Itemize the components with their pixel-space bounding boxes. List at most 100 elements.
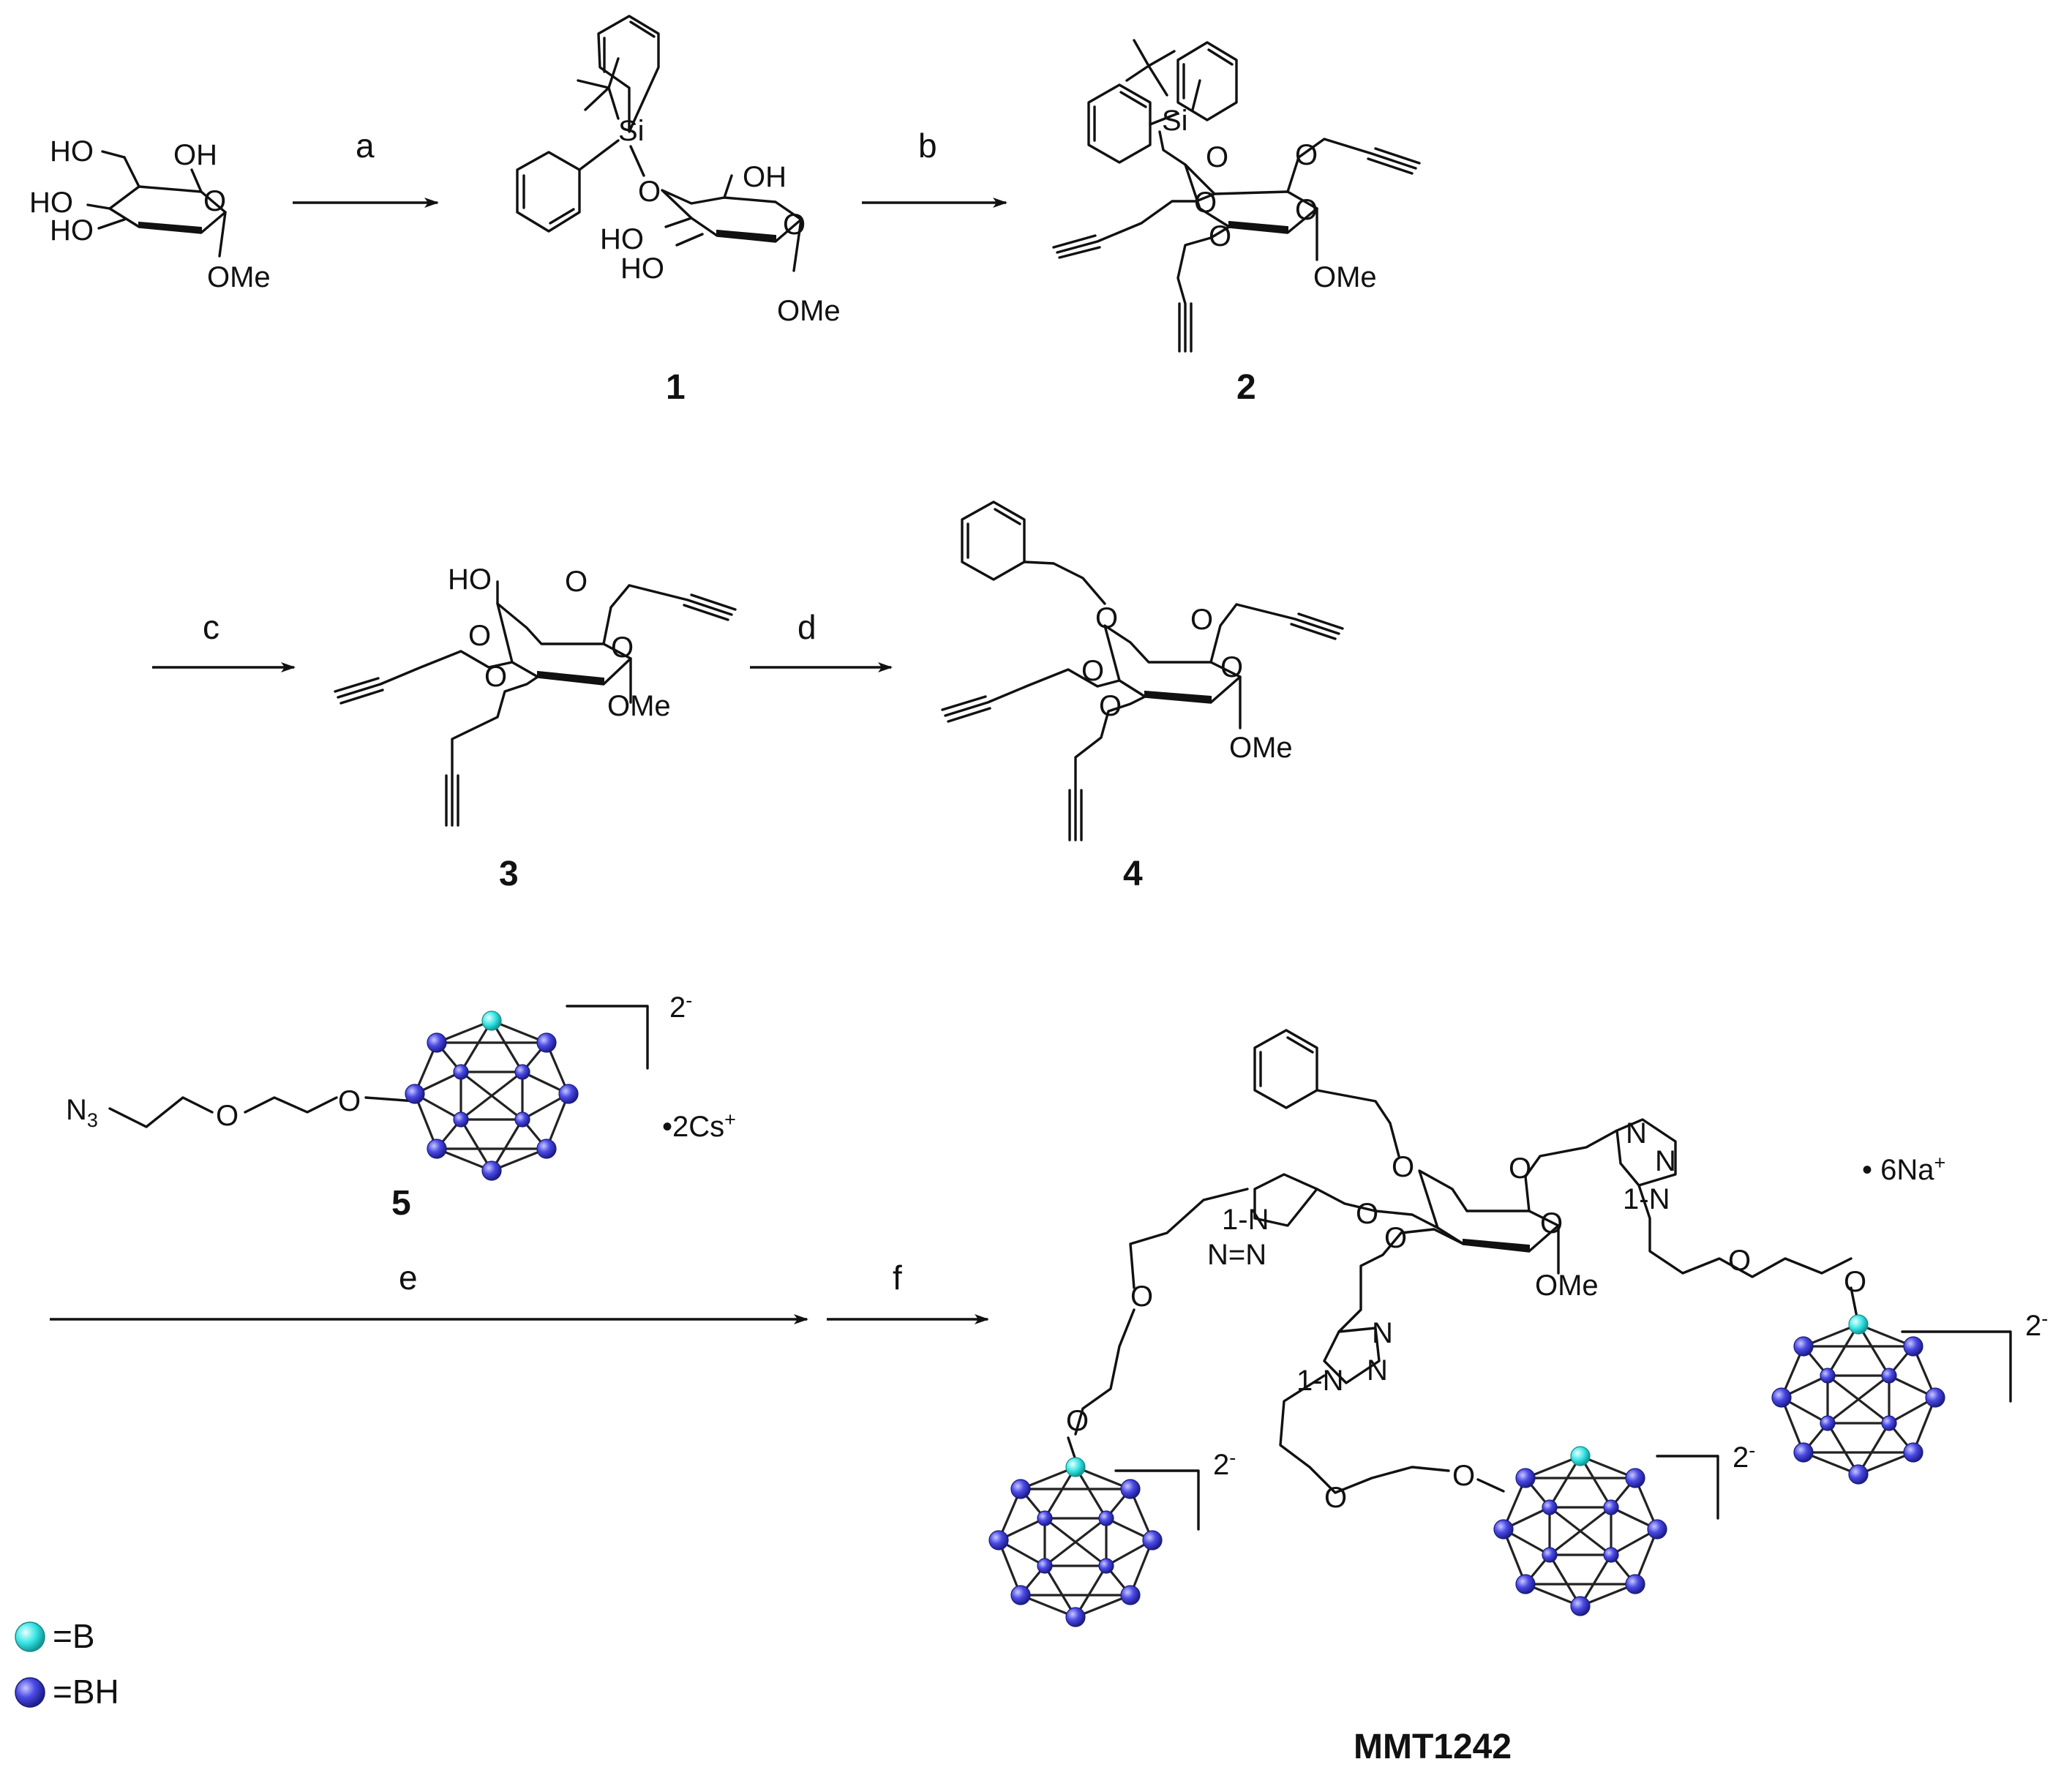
cage-edge	[1074, 1565, 1108, 1618]
atom-label-ring-O: O	[1540, 1207, 1563, 1240]
cage-edge	[1579, 1455, 1613, 1508]
cage-atom-bh	[481, 1160, 502, 1181]
cage-edge	[1827, 1374, 1890, 1425]
cage-atom-bh	[1515, 1574, 1536, 1594]
cage-atom-bh	[1647, 1519, 1667, 1540]
legend-b-swatch	[15, 1621, 45, 1652]
atom-label-O-chain-a1: O	[1728, 1245, 1751, 1277]
atom-label-O-3: O	[1209, 220, 1231, 252]
atom-label-N3: N3	[66, 1094, 98, 1131]
step-label-a: a	[356, 127, 375, 165]
atom-label-triazole-c-N2: N	[1367, 1354, 1388, 1387]
atom-label-ring-O: O	[783, 209, 806, 241]
atom-label-HO-4: HO	[600, 223, 644, 255]
atom-label-O-2: O	[1295, 139, 1318, 171]
legend-b-label: =B	[53, 1617, 95, 1655]
compound-label-4: 4	[1123, 855, 1143, 893]
atom-label-O-3: O	[1099, 690, 1122, 722]
atom-label-OMe: OMe	[1229, 732, 1293, 764]
atom-label-ring-O: O	[1220, 651, 1243, 683]
charge-label-c: 2-	[1733, 1439, 1755, 1474]
atom-label-O-chain-a2: O	[1844, 1266, 1866, 1298]
atom-label-triazole-b-N1: 1-N	[1222, 1204, 1269, 1236]
cage-atom-bh	[1881, 1368, 1897, 1384]
cage-atom-boron	[1065, 1457, 1086, 1477]
atom-label-O-4: O	[468, 620, 491, 652]
cage-atom-bh	[453, 1111, 469, 1128]
atom-label-O-2: O	[1190, 604, 1213, 636]
atom-label-ring-O: O	[611, 631, 634, 664]
cage-charge-bracket-b: 2-	[1114, 1447, 1236, 1531]
cage-atom-bh	[1120, 1479, 1141, 1499]
cage-atom-bh	[1903, 1336, 1923, 1357]
cage-edge	[460, 1070, 523, 1121]
atom-label-Si: Si	[1162, 105, 1188, 137]
cage-atom-bh	[536, 1032, 557, 1053]
step-label-e: e	[399, 1259, 418, 1297]
atom-label-OMe: OMe	[777, 295, 841, 327]
atom-label-O-silyl: O	[638, 176, 661, 208]
atom-label-triazole-c-N1: 1-N	[1296, 1365, 1343, 1397]
cage-edge	[490, 1020, 524, 1073]
cage-atom-bh	[1820, 1368, 1836, 1384]
borane-cage-b	[988, 1457, 1163, 1627]
cage-atom-bh	[1515, 1468, 1536, 1488]
cage-atom-bh	[1037, 1558, 1053, 1574]
cage-atom-bh	[1625, 1574, 1645, 1594]
cage-atom-bh	[1542, 1499, 1558, 1515]
cage-charge-bracket-c: 2-	[1656, 1439, 1755, 1520]
atom-label-triazole-a-N2: N	[1655, 1145, 1676, 1177]
atom-label-ring-O: O	[203, 185, 226, 217]
cage-edge	[1043, 1565, 1077, 1618]
mmt1242-structure: O O O O O OMe N N 1-N O O 1-N N=N O O N …	[1066, 1029, 1866, 1514]
cage-edge	[1857, 1324, 1891, 1376]
compound-5-structure: N3 O O	[66, 1085, 417, 1132]
cage-atom-bh	[1010, 1479, 1031, 1499]
atom-label-O-6: O	[1095, 602, 1118, 634]
cage-atom-bh	[1493, 1519, 1514, 1540]
atom-label-triazole-a-N: N	[1626, 1117, 1647, 1150]
cage-atom-bh	[1603, 1547, 1619, 1563]
counterion-cs: •2Cs+	[662, 1109, 736, 1143]
cage-atom-boron	[481, 1010, 502, 1031]
cage-edge	[1548, 1554, 1582, 1607]
compound-label-1: 1	[666, 368, 686, 407]
cage-edge	[459, 1119, 493, 1171]
cage-atom-bh	[514, 1064, 530, 1080]
cage-atom-bh	[1820, 1415, 1836, 1431]
atom-label-OH-2: OH	[173, 139, 217, 171]
cage-atom-bh	[453, 1064, 469, 1080]
cage-atom-bh	[427, 1139, 447, 1159]
atom-label-Si: Si	[618, 115, 645, 147]
cage-atom-bh	[988, 1530, 1009, 1550]
atom-label-ring-O: O	[1295, 194, 1318, 226]
cage-edge	[490, 1119, 524, 1171]
cage-atom-bh	[514, 1111, 530, 1128]
cage-atom-bh	[1098, 1510, 1114, 1526]
compound-label-3: 3	[499, 855, 519, 893]
compound-label-mmt1242: MMT1242	[1354, 1728, 1512, 1766]
cage-atom-bh	[558, 1084, 579, 1104]
atom-label-HO-3: HO	[620, 252, 664, 285]
atom-label-HO-4: HO	[29, 187, 73, 219]
cage-atom-bh	[1010, 1585, 1031, 1605]
cage-charge-bracket-5: 2-	[566, 989, 692, 1070]
cage-atom-bh	[1037, 1510, 1053, 1526]
atom-label-OMe: OMe	[1313, 261, 1377, 293]
borane-cage-compound-5	[405, 1010, 579, 1181]
compound-4-structure: O O O O O OMe	[941, 500, 1344, 841]
compound-1-structure: Si O OH HO O HO OMe	[516, 15, 841, 327]
cage-edge	[459, 1020, 493, 1073]
cage-atom-bh	[1881, 1415, 1897, 1431]
atom-label-O-4: O	[1356, 1198, 1378, 1230]
cage-atom-bh	[427, 1032, 447, 1053]
legend: =B =BH	[15, 1617, 119, 1711]
cage-atom-bh	[1603, 1499, 1619, 1515]
borane-cage-c	[1493, 1446, 1667, 1616]
atom-label-O-2: O	[565, 566, 588, 598]
atom-label-HO-6: HO	[50, 135, 94, 168]
borane-cage-a	[1771, 1314, 1945, 1485]
cage-atom-bh	[1065, 1607, 1086, 1627]
atom-label-O-4: O	[1194, 187, 1217, 219]
